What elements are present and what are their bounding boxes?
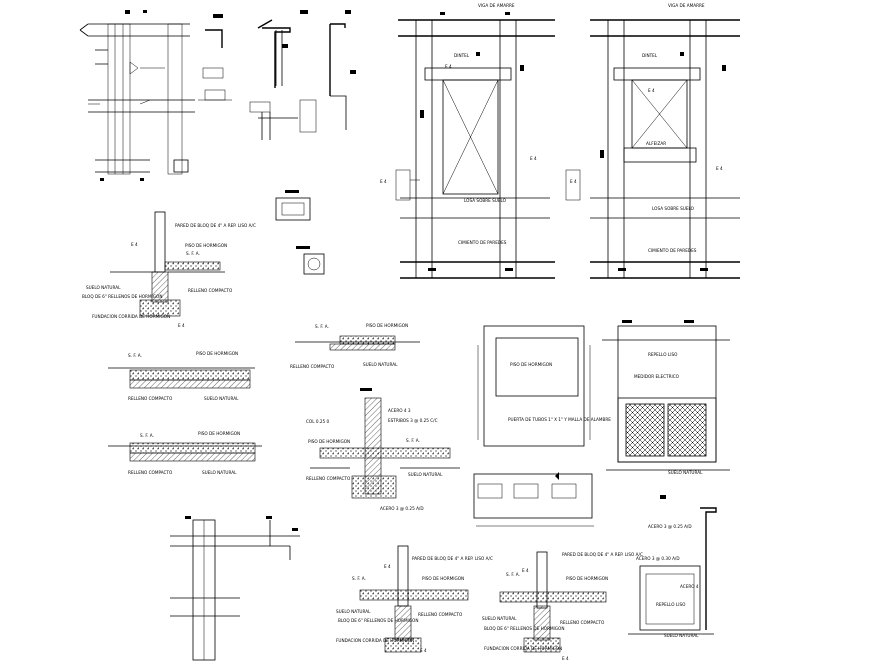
- label-suelo-natural-3: SUELO NATURAL: [204, 396, 239, 401]
- label-sfa-3: S. F. A.: [128, 353, 142, 358]
- label-acero-3: ACERO 3 @ 0.25 A/D: [648, 524, 692, 529]
- label-e4-i: E 4: [522, 568, 529, 573]
- detail-meter-elevation: REPELLO LISO MEDIDOR ELECTRICO SUELO NAT…: [602, 320, 730, 475]
- detail-cabinet-section: ACERO 3 @ 0.25 A/D ACERO 3 @ 0.30 A/D AC…: [628, 495, 717, 638]
- label-cimiento-1: CIMIENTO DE PAREDES: [458, 240, 507, 245]
- label-pared-bloque-3: PARED DE BLOQ DE 4" A REP. LISO A/C: [562, 552, 643, 557]
- label-pared-bloque-2: PARED DE BLOQ DE 4" A REP. LISO A/C: [412, 556, 493, 561]
- label-suelo-natural-2: SUELO NATURAL: [363, 362, 398, 367]
- label-sfa-2: S. F. A.: [315, 324, 329, 329]
- label-estribos: ESTRIBOS 3 @ 0.25 C/C: [388, 418, 438, 423]
- label-e4-l: E 4: [570, 179, 577, 184]
- label-medidor: MEDIDOR ELECTRICO: [634, 374, 680, 379]
- detail-column-base: COL 0.25 0 PISO DE HORMIGON RELLENO COMP…: [306, 388, 460, 511]
- detail-wall-beam-section: [79, 10, 195, 181]
- label-sfa-5: S. F. A.: [406, 438, 420, 443]
- label-dintel-1: DINTEL: [454, 53, 470, 58]
- label-relleno-3: RELLENO COMPACTO: [128, 396, 173, 401]
- label-piso-hormigon-7: PISO DE HORMIGON: [422, 576, 464, 581]
- detail-floor-section-small: S. F. A. PISO DE HORMIGON RELLENO COMPAC…: [290, 323, 420, 369]
- label-bloq-relleno-3: BLOQ DE 6" RELLENOS DE HORMIGON: [484, 626, 564, 631]
- label-acero-5: ACERO 4: [680, 584, 699, 589]
- label-e4-e: E 4: [131, 242, 138, 247]
- label-losa-1: LOSA SOBRE SUELO: [464, 198, 507, 203]
- label-fundacion-2: FUNDACION CORRIDA DE HORMIGON: [336, 638, 414, 643]
- label-suelo-natural-5: SUELO NATURAL: [408, 472, 443, 477]
- label-fundacion-1: FUNDACION CORRIDA DE HORMIGON: [92, 314, 170, 319]
- label-suelo-natural-9: SUELO NATURAL: [482, 616, 517, 621]
- label-sfa-4: S. F. A.: [140, 433, 154, 438]
- label-piso-hormigon-1: PISO DE HORMIGON: [185, 243, 227, 248]
- label-piso-hormigon-8: PISO DE HORMIGON: [566, 576, 608, 581]
- detail-l-beam: [249, 10, 356, 140]
- label-bloq-relleno-1: BLOQ DE 6" RELLENOS DE HORMIGON: [82, 294, 162, 299]
- label-sfa-1: S. F. A.: [186, 251, 200, 256]
- label-sfa-6: S. F. A.: [352, 576, 366, 581]
- label-col: COL 0.25 0: [306, 419, 330, 424]
- detail-hook-small: [198, 14, 232, 101]
- label-acero-4: ACERO 3 @ 0.30 A/D: [636, 556, 680, 561]
- label-e4-c: E 4: [648, 88, 655, 93]
- label-relleno-2: RELLENO COMPACTO: [290, 364, 335, 369]
- label-e4-h: E 4: [420, 648, 427, 653]
- label-repello-2: REPELLO LISO: [656, 602, 686, 607]
- label-suelo-natural-1: SUELO NATURAL: [86, 285, 121, 290]
- label-e4-b: E 4: [530, 156, 537, 161]
- label-viga-amarre-2: VIGA DE AMARRE: [668, 3, 705, 8]
- label-puerta: PUERTA DE TUBOS 1" X 1" Y MALLA DE ALAMB…: [508, 417, 611, 422]
- label-cimiento-2: CIMIENTO DE PAREDES: [648, 248, 697, 253]
- detail-floor-section-2: S. F. A. PISO DE HORMIGON RELLENO COMPAC…: [108, 351, 255, 401]
- label-acero-1: ACERO 4 3: [388, 408, 411, 413]
- detail-foundation-section-1: PARED DE BLOQ DE 4" A REP. LISO A/C PISO…: [82, 211, 256, 328]
- detail-foundation-section-2: PARED DE BLOQ DE 4" A REP. LISO A/C S. F…: [336, 545, 493, 653]
- label-sfa-7: S. F. A.: [506, 572, 520, 577]
- label-e4-a: E 4: [445, 64, 452, 69]
- label-e4-d: E 4: [716, 166, 723, 171]
- label-relleno-1: RELLENO COMPACTO: [188, 288, 233, 293]
- label-bloq-relleno-2: BLOQ DE 6" RELLENOS DE HORMIGON: [338, 618, 418, 623]
- detail-window-elevation-1: VIGA DE AMARRE DINTEL LOSA SOBRE SUELO C…: [395, 3, 555, 279]
- label-relleno-4: RELLENO COMPACTO: [128, 470, 173, 475]
- label-relleno-5: RELLENO COMPACTO: [306, 476, 351, 481]
- detail-floor-section-3: S. F. A. PISO DE HORMIGON RELLENO COMPAC…: [108, 431, 262, 475]
- label-e4-j: E 4: [562, 656, 569, 661]
- label-alfeizar: ALFEIZAR: [646, 141, 666, 146]
- detail-gate-elevation: PISO DE HORMIGON PUERTA DE TUBOS 1" X 1"…: [477, 325, 611, 447]
- label-piso-hormigon-3: PISO DE HORMIGON: [196, 351, 238, 356]
- label-piso-hormigon-2: PISO DE HORMIGON: [366, 323, 408, 328]
- label-suelo-natural-8: SUELO NATURAL: [336, 609, 371, 614]
- label-pared-bloque-1: PARED DE BLOQ DE 4" A REP. LISO A/C: [175, 223, 256, 228]
- label-suelo-natural-4: SUELO NATURAL: [202, 470, 237, 475]
- label-suelo-natural-7: SUELO NATURAL: [664, 633, 699, 638]
- label-viga-amarre-1: VIGA DE AMARRE: [478, 3, 515, 8]
- label-e4-f: E 4: [178, 323, 185, 328]
- label-dintel-2: DINTEL: [642, 53, 658, 58]
- detail-column-sections: [275, 190, 325, 275]
- label-relleno-7: RELLENO COMPACTO: [560, 620, 605, 625]
- detail-window-elevation-2: VIGA DE AMARRE DINTEL ALFEIZAR LOSA SOBR…: [565, 3, 740, 279]
- detail-wall-junction: [170, 516, 300, 661]
- label-piso-hormigon-4: PISO DE HORMIGON: [198, 431, 240, 436]
- label-piso-hormigon-5: PISO DE HORMIGON: [308, 439, 350, 444]
- label-fundacion-3: FUNDACION CORRIDA DE HORMIGON: [484, 646, 562, 651]
- label-acero-2: ACERO 3 @ 0.25 A/D: [380, 506, 424, 511]
- label-repello: REPELLO LISO: [648, 352, 678, 357]
- label-suelo-natural-6: SUELO NATURAL: [668, 470, 703, 475]
- label-e4-k: E 4: [380, 179, 387, 184]
- label-piso-hormigon-6: PISO DE HORMIGON: [510, 362, 552, 367]
- label-relleno-6: RELLENO COMPACTO: [418, 612, 463, 617]
- detail-foundation-section-3: PARED DE BLOQ DE 4" A REP. LISO A/C S. F…: [482, 551, 643, 661]
- label-losa-2: LOSA SOBRE SUELO: [652, 206, 695, 211]
- detail-rebar-plan: [473, 472, 594, 527]
- label-e4-g: E 4: [384, 564, 391, 569]
